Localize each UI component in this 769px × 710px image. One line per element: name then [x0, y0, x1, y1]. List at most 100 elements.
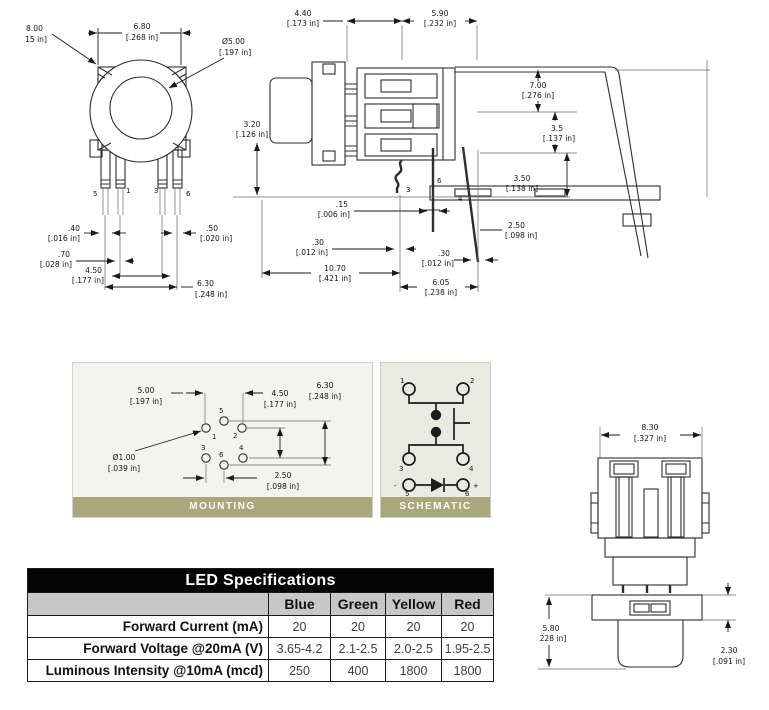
svg-text:.15[.006 in]: .15[.006 in] — [318, 200, 350, 219]
svg-text:.50[.020 in]: .50[.020 in] — [200, 224, 232, 243]
dim-mounting-630: 6.30[.248 in] — [309, 381, 341, 465]
svg-text:3.5[.137 in]: 3.5[.137 in] — [543, 124, 575, 143]
schematic-top-wires — [408, 395, 464, 410]
svg-text:Ø1.00[.039 in]: Ø1.00[.039 in] — [108, 453, 140, 473]
svg-text:8.30[.327 in]: 8.30[.327 in] — [634, 423, 666, 443]
table-corner-cell — [27, 592, 269, 616]
mounting-hole5-label: 5 — [219, 407, 223, 415]
dim-side-030a: .30[.012 in] — [296, 238, 416, 257]
svg-text:.30[.012 in]: .30[.012 in] — [422, 249, 454, 268]
svg-text:3.50[.138 in]: 3.50[.138 in] — [506, 174, 538, 193]
table-title: LED Specifications — [27, 568, 494, 593]
led-spec-table: LED Specifications Blue Green Yellow Red… — [27, 568, 494, 682]
side-flange — [311, 61, 346, 166]
schematic-plus-label: + — [473, 482, 479, 490]
spec-value: 20 — [268, 615, 331, 638]
side-view-drawing: 3 6 4 4.40[.173 in] 5.90[.232 in] 7.00[.… — [233, 9, 710, 297]
svg-text:4.40[.173 in]: 4.40[.173 in] — [287, 9, 319, 28]
side-legs — [394, 146, 480, 263]
front-right-tab — [177, 139, 191, 158]
table-row-luminous-intensity: Luminous Intensity @10mA (mcd) 250 400 1… — [27, 659, 494, 682]
row-label: Forward Current (mA) — [27, 615, 269, 638]
column-header-yellow: Yellow — [385, 592, 442, 616]
side-pin6-label: 6 — [437, 177, 442, 185]
mounting-panel-title: MOUNTING — [73, 497, 372, 517]
dim-side-320: 3.20[.126 in] — [236, 120, 268, 195]
schematic-contact-upper — [430, 409, 442, 421]
svg-text:10.70[.421 in]: 10.70[.421 in] — [319, 264, 351, 283]
schematic-terminal2-label: 2 — [470, 377, 474, 385]
dim-front-lead-thickness-right: .50[.020 in] — [161, 224, 232, 243]
table-row-forward-voltage: Forward Voltage @20mA (V) 3.65-4.2 2.1-2… — [27, 637, 494, 660]
spec-value: 3.65-4.2 — [268, 637, 331, 660]
mounting-hole2-label: 2 — [233, 432, 237, 440]
dim-mounting-450: 4.50[.177 in] — [264, 389, 296, 458]
spec-value: 2.0-2.5 — [385, 637, 442, 660]
dim-side-700: 7.00[.276 in] — [522, 70, 554, 112]
row-label: Luminous Intensity @10mA (mcd) — [27, 659, 269, 682]
dim-mounting-hole-dia: Ø1.00[.039 in] — [108, 430, 202, 473]
column-header-red: Red — [441, 592, 494, 616]
svg-text:7.00[.276 in]: 7.00[.276 in] — [522, 81, 554, 100]
dim-side-440: 4.40[.173 in] — [287, 9, 402, 28]
led-spec-section: LED Specifications Blue Green Yellow Red… — [27, 568, 494, 682]
side-terminal-teeth — [345, 83, 357, 157]
mounting-holes — [201, 416, 248, 470]
dim-front-inner-dia: Ø5.00[.197 in] — [168, 37, 251, 89]
spec-value: 400 — [330, 659, 386, 682]
mounting-panel: 5 1 2 3 6 4 5.00[.197 in] 4.50[.177 in] … — [72, 362, 373, 518]
table-row-forward-current: Forward Current (mA) 20 20 20 20 — [27, 615, 494, 638]
spec-value: 20 — [385, 615, 442, 638]
front-extension-lines — [104, 215, 178, 290]
front-pin1-label: 1 — [126, 187, 130, 195]
column-header-green: Green — [330, 592, 386, 616]
mounting-extension-lines — [204, 393, 331, 483]
top-body — [590, 457, 710, 539]
dim-top-830: 8.30[.327 in] — [599, 423, 703, 459]
svg-text:6.05[.238 in]: 6.05[.238 in] — [425, 278, 457, 297]
dim-side-35: 3.5[.137 in] — [543, 112, 575, 153]
svg-text:2.30[.091 in]: 2.30[.091 in] — [713, 646, 745, 666]
schematic-bottom-wires — [408, 437, 464, 453]
spec-value: 1800 — [385, 659, 442, 682]
mounting-hole1-label: 1 — [212, 433, 216, 441]
side-pin3-label: 3 — [406, 186, 410, 194]
schematic-terminal1-label: 1 — [400, 377, 404, 385]
top-button — [617, 620, 684, 668]
svg-text:Ø5.00[.197 in]: Ø5.00[.197 in] — [219, 37, 251, 57]
schematic-terminal5-label: 5 — [405, 490, 409, 498]
dim-mounting-500: 5.00[.197 in] — [130, 386, 263, 406]
svg-text:6.30[.248 in]: 6.30[.248 in] — [309, 381, 341, 401]
dim-front-lead-thickness-left: .40[.016 in] — [48, 224, 126, 243]
front-pin5-label: 5 — [93, 190, 97, 198]
svg-text:2.50[.098 in]: 2.50[.098 in] — [505, 221, 537, 240]
schematic-led-diode — [431, 478, 444, 492]
dim-side-250: 2.50[.098 in] — [480, 221, 537, 240]
mounting-hole6-label: 6 — [219, 451, 224, 459]
dim-side-350: 3.50[.138 in] — [506, 153, 570, 197]
schematic-panel-title: SCHEMATIC — [381, 497, 490, 517]
dim-front-width: 6.80[.268 in] — [88, 22, 191, 65]
spec-value: 20 — [330, 615, 386, 638]
dim-front-lead-width: .70[.028 in] — [40, 250, 134, 269]
spec-value: 1800 — [441, 659, 494, 682]
dim-top-230: 2.30[.091 in] — [702, 583, 745, 666]
schematic-panel: 1 2 3 4 - + 5 6 SCHEMATIC — [380, 362, 491, 518]
schematic-actuator — [453, 408, 470, 440]
dim-side-015: .15[.006 in] — [318, 200, 450, 219]
side-button-cap — [269, 77, 313, 144]
spec-value: 20 — [441, 615, 494, 638]
dim-side-030b: .30[.012 in] — [422, 249, 498, 268]
svg-text:6.80[.268 in]: 6.80[.268 in] — [126, 22, 158, 42]
dim-front-overall-pitch: 6.30[.248 in] — [105, 279, 227, 299]
column-header-blue: Blue — [268, 592, 331, 616]
schematic-contact-lower — [430, 426, 442, 438]
svg-text:.40[.016 in]: .40[.016 in] — [48, 224, 80, 243]
schematic-minus-label: - — [394, 482, 397, 490]
